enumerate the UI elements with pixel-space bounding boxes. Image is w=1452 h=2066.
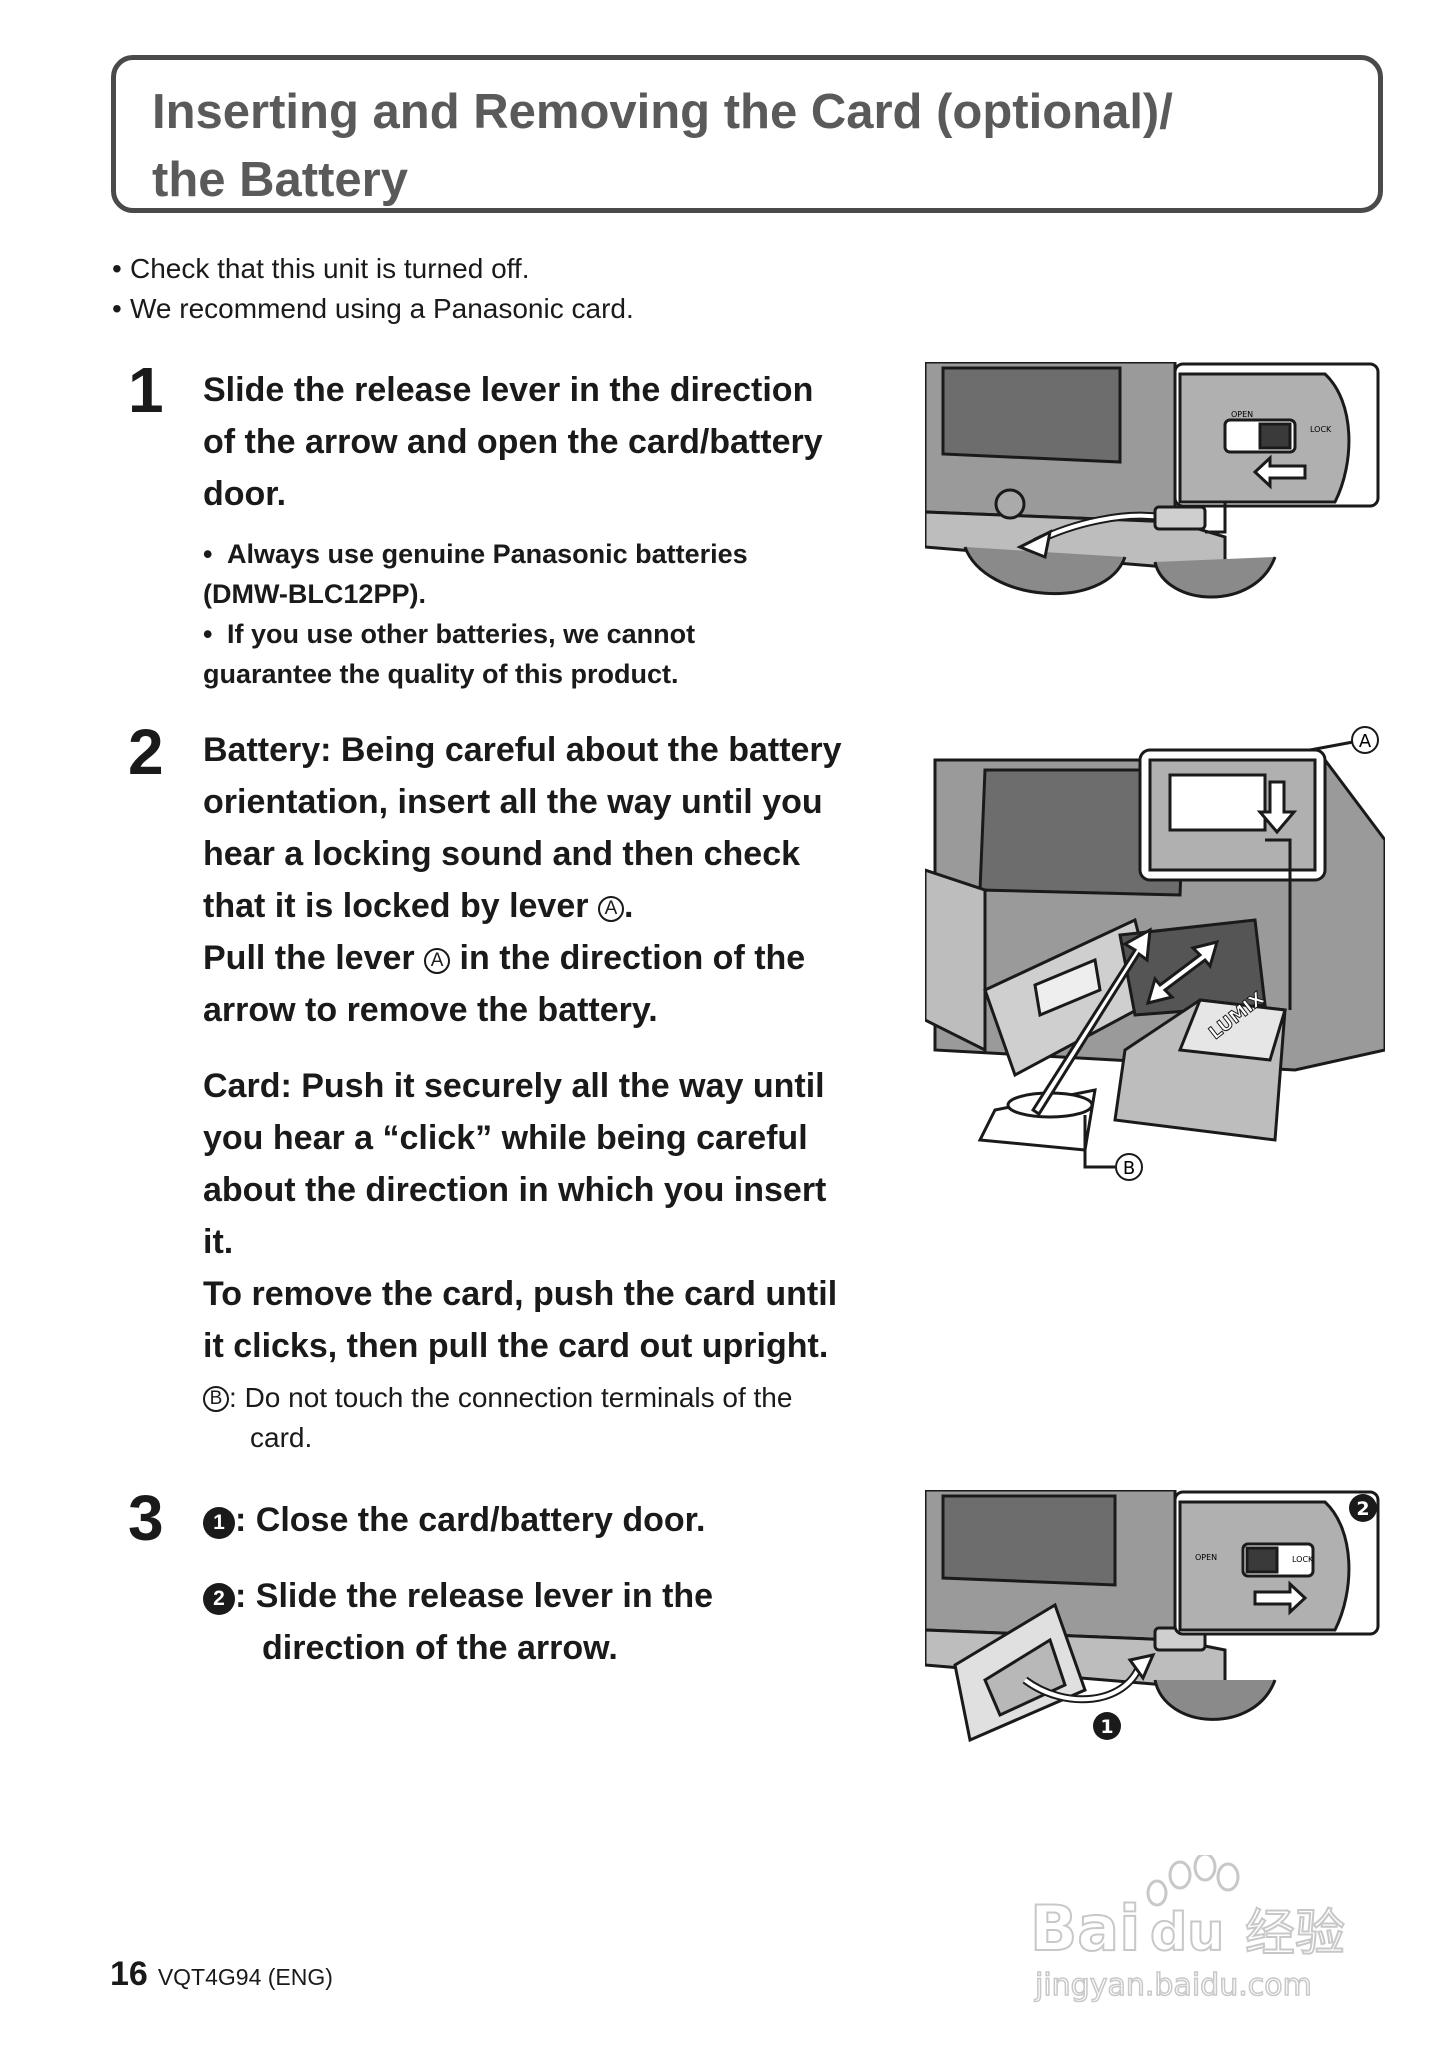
svg-text:jingyan.baidu.com: jingyan.baidu.com [1034, 1968, 1312, 2003]
callout-a [1351, 726, 1379, 754]
step2-text: Battery: Being careful about the battery… [203, 724, 903, 1458]
page-footer: 16 VQT4G94 (ENG) [110, 1955, 333, 1994]
label-b-icon: B [203, 1385, 229, 1412]
step-number: 3 [128, 1482, 164, 1554]
label-a-icon: A [424, 947, 451, 974]
baidu-watermark-logo: Bai du 经验 jingyan.baidu.com [1030, 1855, 1346, 2004]
lock-label: LOCK [1310, 425, 1332, 434]
double-arrow-icon [1030, 927, 1152, 1117]
label-a-icon: A [597, 895, 624, 922]
svg-text:1: 1 [1100, 1716, 1113, 1738]
step3-callout-1: 1 [203, 1506, 235, 1539]
step3-text: 1: Close the card/battery door. 2: Slide… [203, 1494, 903, 1674]
step1-text: Slide the release lever in the direction… [203, 364, 903, 694]
warning-bullet: •Always use genuine Panasonic batteries [203, 539, 748, 569]
figure-callout-1 [1093, 1712, 1121, 1740]
figure-open-door: OPEN LOCK [925, 362, 1380, 599]
lock-label: LOCK [1292, 1555, 1314, 1564]
svg-text:B: B [1123, 1158, 1135, 1179]
arrow-right-icon [1253, 1580, 1308, 1616]
doc-code: VQT4G94 (ENG) [157, 1964, 333, 1990]
warning-bullet: •If you use other batteries, we cannot [203, 619, 696, 649]
svg-text:A: A [1359, 731, 1372, 752]
figure-close-door: OPEN LOCK 2 1 [925, 1490, 1380, 1743]
double-arrow-icon [1145, 939, 1220, 1006]
svg-text:经验: 经验 [1245, 1904, 1345, 1962]
section-title-box: Inserting and Removing the Card (optiona… [111, 55, 1383, 213]
step-number: 1 [128, 354, 164, 426]
callout-b [1115, 1153, 1143, 1181]
step3-callout-2: 2 [203, 1582, 235, 1615]
bullet-icon: • [112, 253, 122, 284]
page-title-line-1: Inserting and Removing the Card (optiona… [152, 85, 1173, 139]
svg-text:du: du [1150, 1903, 1224, 1963]
arrow-down-icon [1256, 780, 1298, 835]
svg-text:2: 2 [1356, 1498, 1369, 1520]
open-label: OPEN [1231, 410, 1253, 419]
figure-insert-battery-card: LUMIX A B [925, 726, 1385, 1181]
figure-callout-2 [1349, 1494, 1377, 1522]
svg-text:Bai: Bai [1030, 1892, 1140, 1965]
terminal-note: B: Do not touch the connection terminals… [203, 1378, 903, 1418]
note-item: •We recommend using a Panasonic card. [112, 289, 634, 329]
page-number: 16 [110, 1955, 148, 1993]
arrow-left-icon [1252, 454, 1307, 490]
bullet-icon: • [112, 293, 122, 324]
step-number: 2 [128, 716, 164, 788]
page-title-line-2: the Battery [152, 153, 408, 207]
open-label: OPEN [1195, 1553, 1217, 1562]
note-item: •Check that this unit is turned off. [112, 249, 529, 289]
arrow-curve-icon [1127, 1652, 1156, 1682]
